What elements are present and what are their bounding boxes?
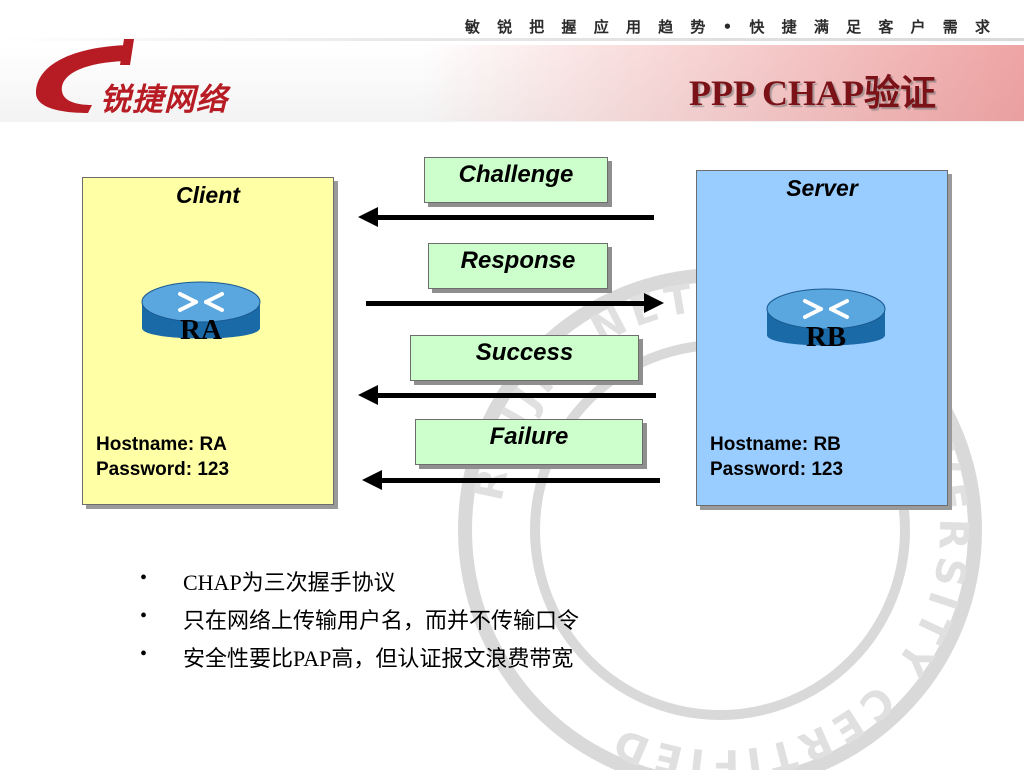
success-arrow	[358, 385, 656, 405]
router-label-ra: RA	[180, 314, 222, 346]
client-panel: Client RA Hostname: RA Password: 123	[82, 177, 334, 505]
header-stripe	[0, 38, 1024, 41]
bullet-text: 安全性要比PAP高，但认证报文浪费带宽	[183, 646, 574, 671]
client-title: Client	[176, 182, 240, 208]
bullet-dot-icon: •	[140, 567, 148, 589]
arrow-head	[358, 207, 378, 227]
header-red-band	[420, 45, 1024, 121]
arrow-shaft	[366, 301, 648, 306]
failure-message: Failure	[415, 419, 643, 465]
failure-arrow	[362, 470, 660, 490]
bullet-text: CHAP为三次握手协议	[183, 570, 396, 595]
bullet-dot-icon: •	[140, 605, 148, 627]
server-panel: Server RB Hostname: RB Password: 123	[696, 170, 948, 506]
slide-title: PPP CHAP验证	[689, 73, 936, 113]
router-ra: RA	[140, 280, 262, 350]
challenge-message: Challenge	[424, 157, 608, 203]
arrow-shaft	[374, 215, 654, 220]
logo-text: 锐捷网络	[100, 82, 228, 118]
bullet-dot-icon: •	[140, 643, 148, 665]
arrow-head	[362, 470, 382, 490]
client-hostname: Hostname: RA	[96, 434, 227, 455]
router-label-rb: RB	[805, 321, 847, 353]
ruijie-logo-icon	[36, 39, 134, 113]
success-message: Success	[410, 335, 639, 381]
server-password: Password: 123	[710, 459, 844, 480]
bullet-text: 只在网络上传输用户名，而并不传输口令	[183, 608, 580, 633]
response-arrow	[366, 293, 664, 313]
router-rb: RB	[765, 287, 887, 357]
challenge-arrow	[358, 207, 654, 227]
server-title: Server	[786, 175, 858, 201]
client-password: Password: 123	[96, 459, 230, 480]
router-icon	[766, 288, 886, 346]
slogan: 敏 锐 把 握 应 用 趋 势 • 快 捷 满 足 客 户 需 求	[464, 18, 996, 36]
arrow-head	[644, 293, 664, 313]
response-message: Response	[428, 243, 608, 289]
arrow-shaft	[378, 478, 660, 483]
arrow-shaft	[374, 393, 656, 398]
server-hostname: Hostname: RB	[710, 434, 841, 455]
arrow-head	[358, 385, 378, 405]
router-icon	[141, 281, 261, 339]
